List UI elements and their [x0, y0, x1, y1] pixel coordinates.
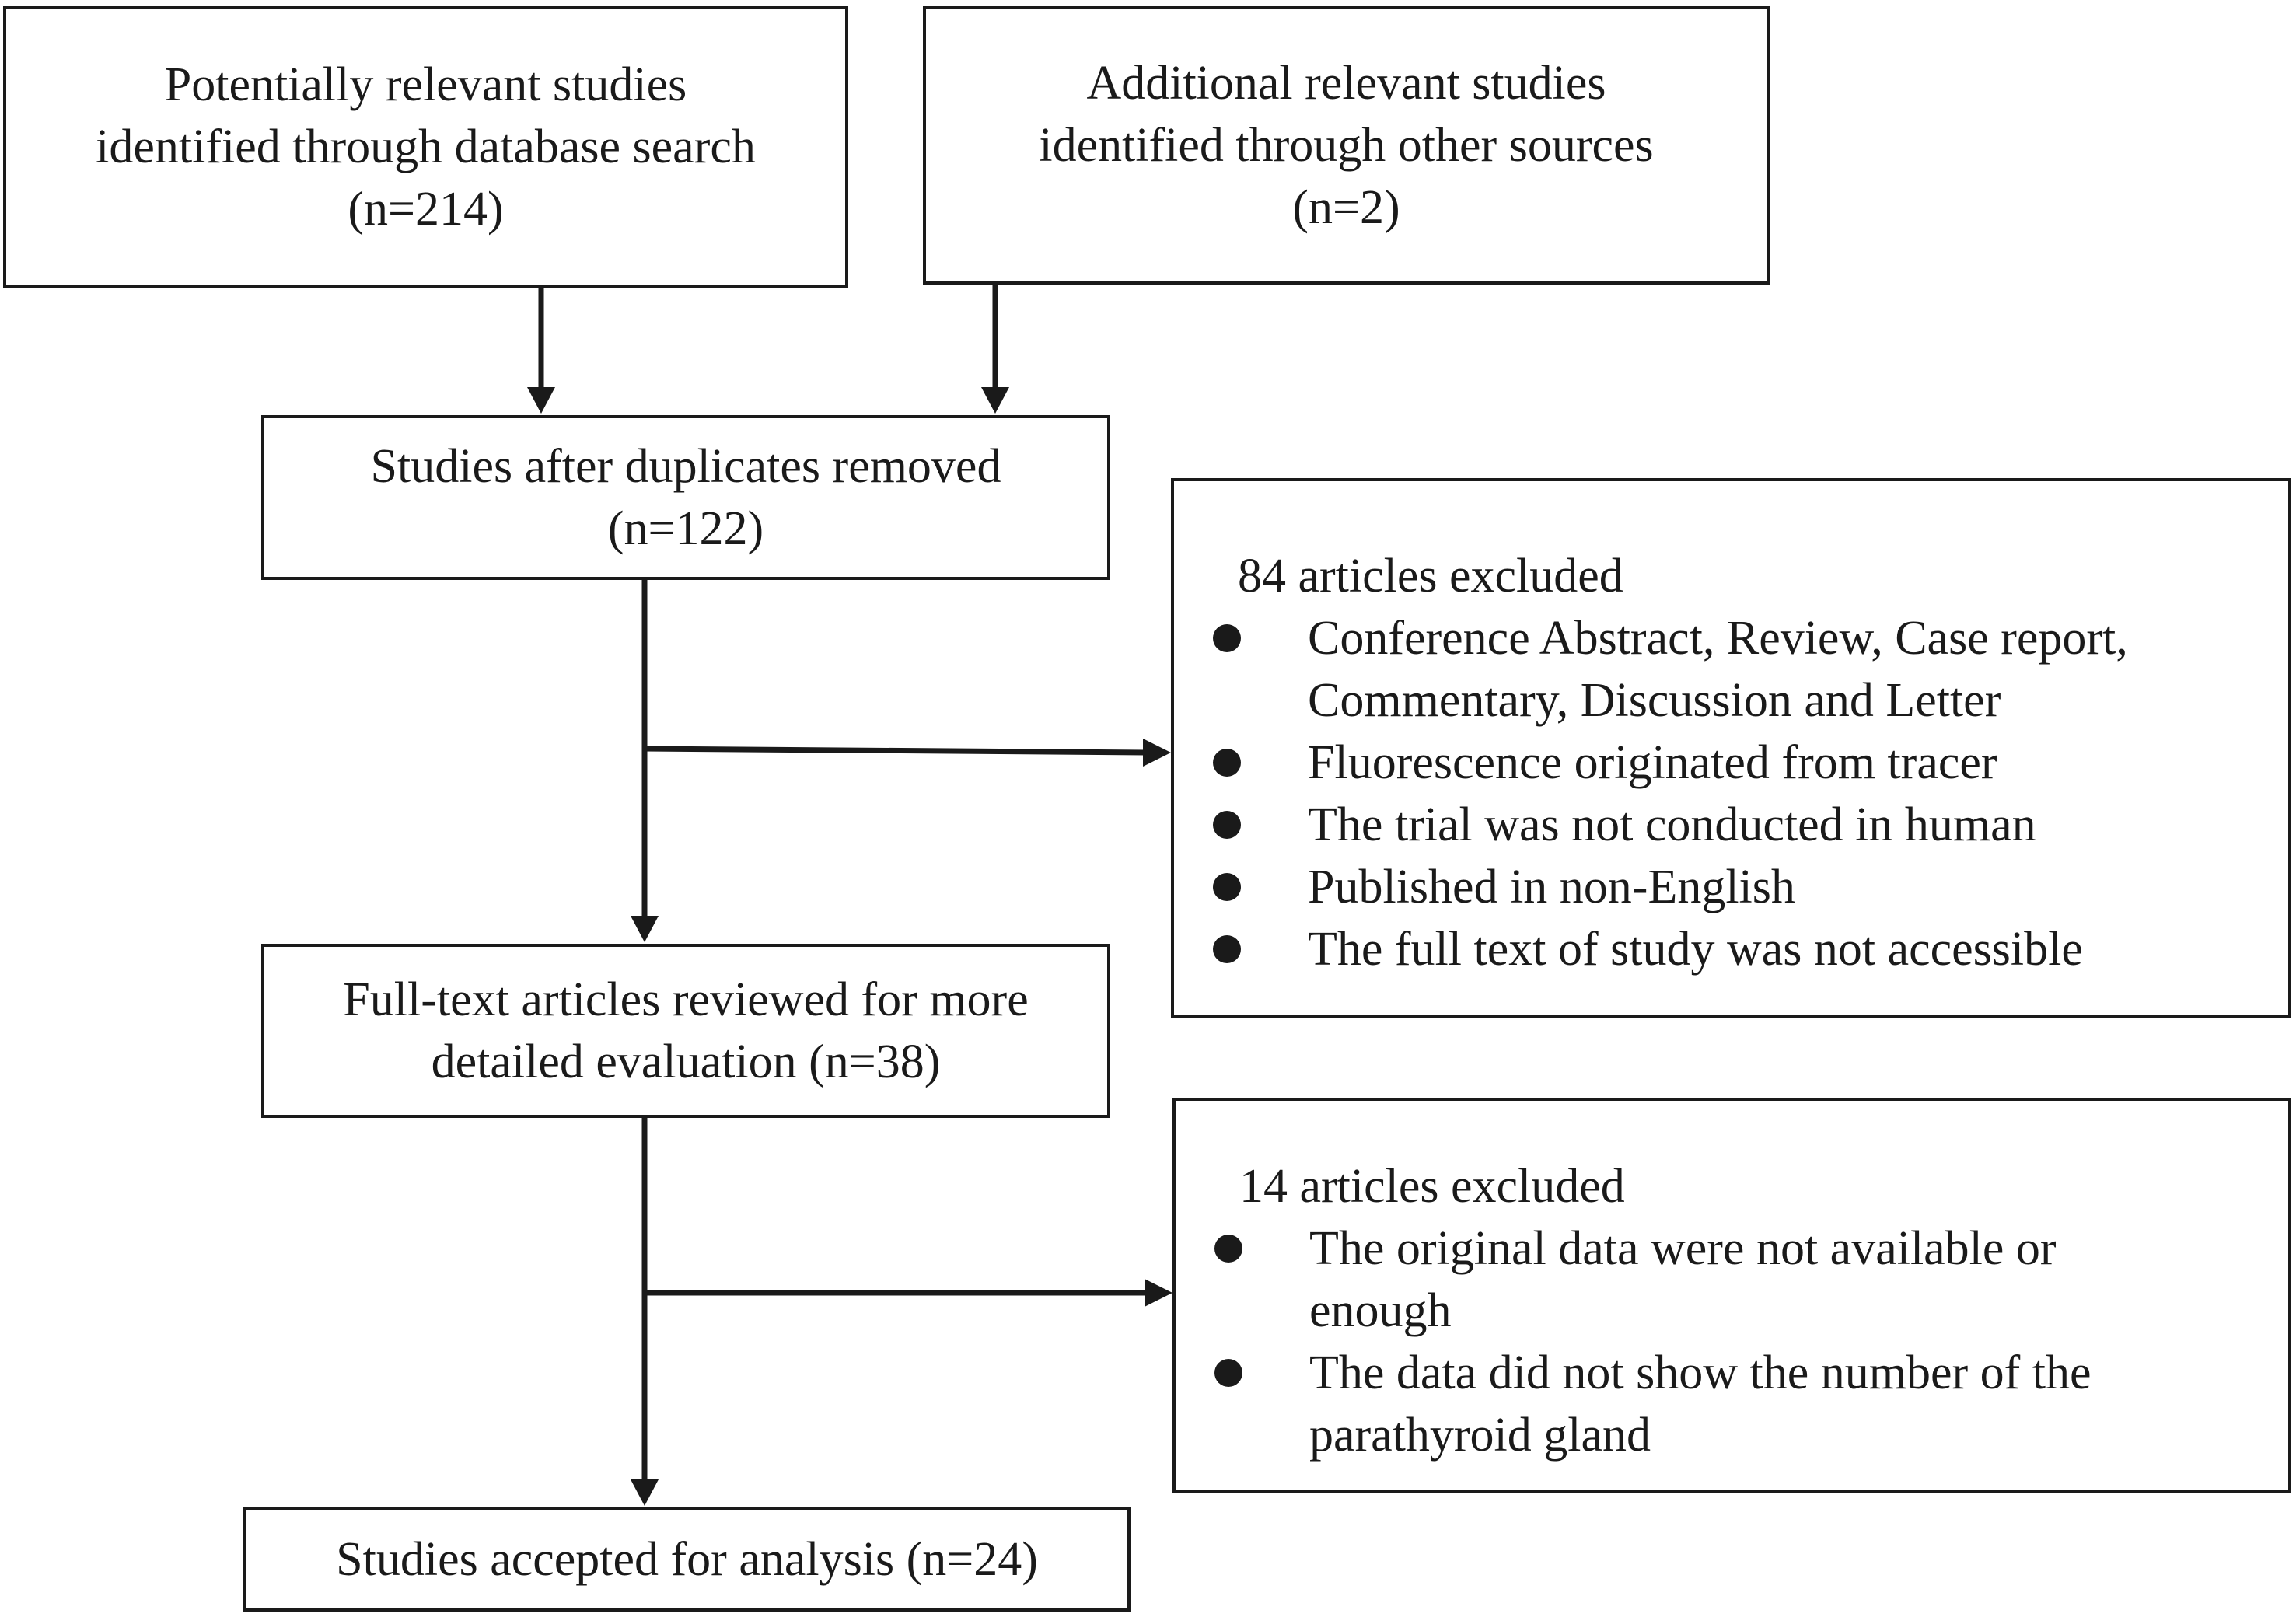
arrowhead-exclusion-2	[1145, 1279, 1172, 1307]
bullet-icon	[1213, 873, 1241, 901]
bullet-icon	[1214, 1235, 1242, 1263]
duplicates-line-1: Studies after duplicates removed	[370, 440, 1001, 493]
bullet-icon	[1213, 811, 1241, 839]
other-sources-box: Additional relevant studies identified t…	[923, 6, 1770, 285]
database-count: (n=214)	[348, 183, 504, 236]
bullet-icon	[1213, 624, 1241, 652]
fulltext-line-2: detailed evaluation (n=38)	[431, 1036, 941, 1088]
duplicates-count: (n=122)	[607, 502, 764, 555]
exclusion-box-1: 84 articles excluded Conference Abstract…	[1171, 478, 2291, 1018]
arrow-to-exclusion-1	[644, 746, 1147, 756]
database-search-box: Potentially relevant studies identified …	[3, 6, 848, 288]
arrowhead-exclusion-1	[1143, 739, 1171, 767]
database-line-1: Potentially relevant studies	[164, 58, 687, 111]
arrowhead-accepted	[631, 1479, 659, 1506]
duplicates-removed-box: Studies after duplicates removed (n=122)	[261, 415, 1110, 580]
other-line-1: Additional relevant studies	[1086, 57, 1606, 110]
bullet-icon	[1214, 1359, 1242, 1387]
other-line-2: identified through other sources	[1039, 119, 1654, 172]
exclusion-1-item-1-line-1: Conference Abstract, Review, Case report…	[1308, 612, 2128, 665]
exclusion-1-item-2: Fluorescence originated from tracer	[1308, 736, 1997, 789]
arrowhead-fulltext	[631, 916, 659, 942]
accepted-line: Studies accepted for analysis (n=24)	[336, 1533, 1038, 1586]
arrowhead-database	[527, 387, 555, 414]
database-line-2: identified through database search	[96, 120, 756, 173]
exclusion-box-2: 14 articles excluded The original data w…	[1172, 1098, 2291, 1493]
accepted-studies-box: Studies accepted for analysis (n=24)	[243, 1507, 1131, 1612]
exclusion-2-title: 14 articles excluded	[1239, 1160, 1625, 1213]
exclusion-1-title: 84 articles excluded	[1238, 550, 1623, 602]
bullet-icon	[1213, 749, 1241, 777]
exclusion-2-item-1-line-2: enough	[1309, 1284, 1452, 1337]
exclusion-1-item-3: The trial was not conducted in human	[1308, 798, 2036, 851]
arrowhead-other	[981, 387, 1009, 414]
bullet-icon	[1213, 935, 1241, 963]
fulltext-reviewed-box: Full-text articles reviewed for more det…	[261, 944, 1110, 1118]
exclusion-2-item-2-line-1: The data did not show the number of the	[1309, 1346, 2092, 1399]
exclusion-1-item-4: Published in non-English	[1308, 861, 1795, 913]
fulltext-line-1: Full-text articles reviewed for more	[343, 973, 1029, 1026]
other-count: (n=2)	[1292, 181, 1400, 234]
exclusion-1-item-5: The full text of study was not accessibl…	[1308, 923, 2083, 976]
exclusion-1-item-1-line-2: Commentary, Discussion and Letter	[1308, 674, 2001, 727]
exclusion-2-item-1-line-1: The original data were not available or	[1309, 1222, 2057, 1275]
exclusion-2-item-2-line-2: parathyroid gland	[1309, 1409, 1651, 1462]
